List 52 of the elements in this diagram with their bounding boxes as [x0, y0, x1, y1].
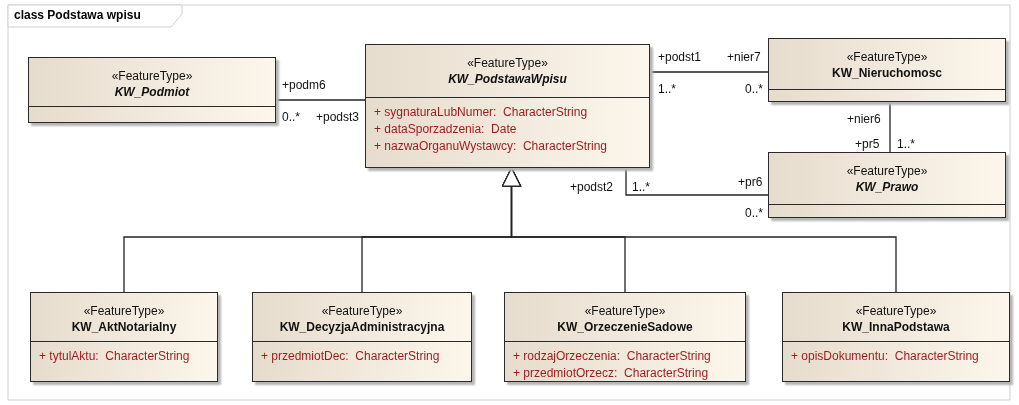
class-name: KW_OrzeczenieSadowe: [556, 319, 694, 335]
diagram-title: class Podstawa wpisu: [14, 8, 141, 22]
class-name: KW_Podmiot: [113, 84, 191, 100]
class-box: [365, 44, 650, 168]
generalization-arrow: [501, 167, 897, 293]
association-end-label: 0..*: [282, 110, 300, 124]
association-end-label: +pr5: [855, 137, 880, 151]
stereotype-label: «FeatureType»: [466, 55, 549, 71]
class-box: [252, 292, 472, 382]
attribute-text: + rodzajOrzeczenia: CharacterString: [513, 348, 711, 365]
association-end-label: +nier7: [727, 50, 761, 64]
association-end-label: +podm6: [282, 78, 326, 92]
association-end-label: 0..*: [745, 206, 763, 220]
association-end-label: 1..*: [632, 180, 650, 194]
stereotype-label: «FeatureType»: [845, 49, 929, 65]
association-line: [625, 167, 769, 196]
attribute-text: + opisDokumentu: CharacterString: [791, 348, 979, 365]
association-line: [889, 101, 891, 153]
stereotype-label: «FeatureType»: [854, 303, 938, 319]
stereotype-label: «FeatureType»: [845, 163, 929, 179]
association-end-label: 1..*: [897, 137, 915, 151]
association-line: [275, 99, 366, 101]
class-name: KW_Nieruchomosc: [831, 65, 943, 81]
attribute-text: + sygnaturaLubNumer: CharacterString: [374, 104, 588, 121]
class-box: [768, 38, 1006, 102]
association-end-label: +podst1: [658, 50, 702, 64]
class-name: KW_AktNotarialny: [70, 319, 178, 335]
class-name: KW_Prawo: [854, 179, 920, 195]
attribute-text: + dataSporzadzenia: Date: [374, 121, 517, 138]
attribute-text: + tytulAktu: CharacterString: [39, 348, 190, 365]
class-box: [28, 57, 276, 123]
class-name: KW_DecyzjaAdministracyjna: [278, 319, 446, 335]
association-end-label: +pr6: [738, 175, 763, 189]
association-end-label: +podst3: [316, 110, 360, 124]
association-end-label: 1..*: [658, 82, 676, 96]
class-box: [30, 292, 218, 382]
class-box: [782, 292, 1010, 382]
stereotype-label: «FeatureType»: [320, 303, 404, 319]
class-box: [768, 152, 1006, 218]
association-end-label: +nier6: [847, 112, 881, 126]
attribute-text: + nazwaOrganuWystawcy: CharacterString: [374, 138, 607, 155]
association-end-label: 0..*: [745, 82, 763, 96]
stereotype-label: «FeatureType»: [82, 303, 166, 319]
association-end-label: +podst2: [570, 180, 614, 194]
association-line: [649, 71, 769, 73]
stereotype-label: «FeatureType»: [583, 303, 667, 319]
class-name: KW_PodstawaWpisu: [447, 71, 568, 87]
attribute-text: + przedmiotOrzecz: CharacterString: [513, 365, 709, 382]
stereotype-label: «FeatureType»: [110, 68, 194, 84]
attribute-text: + przedmiotDec: CharacterString: [261, 348, 440, 365]
class-box: [504, 292, 746, 382]
class-name: KW_InnaPodstawa: [841, 319, 951, 335]
